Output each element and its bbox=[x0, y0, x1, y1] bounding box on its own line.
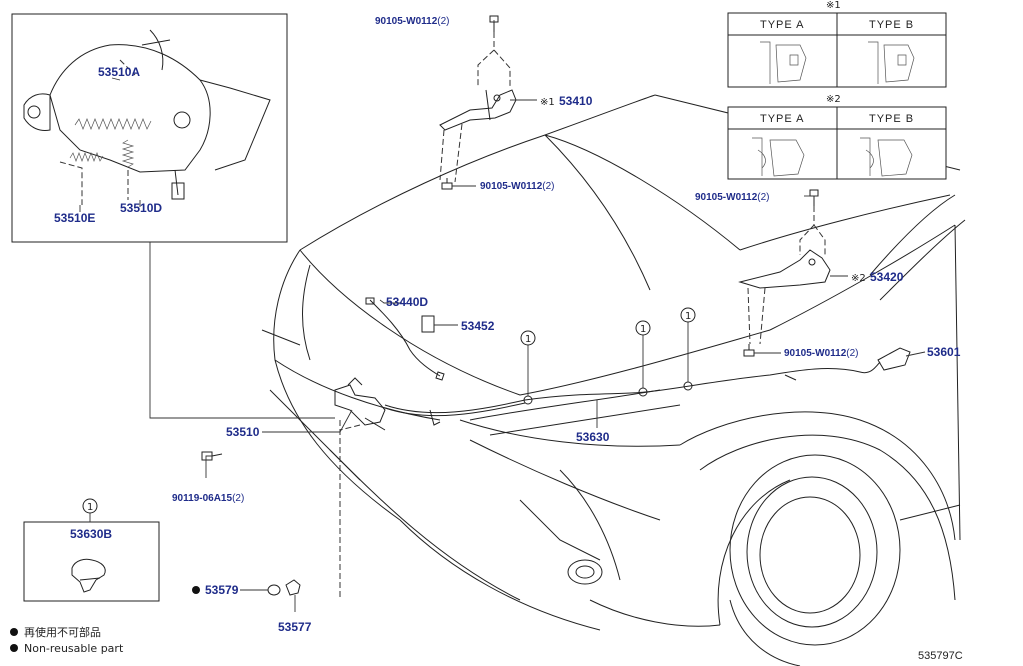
label-53440d: 53440D bbox=[386, 295, 428, 309]
circled-1-label-c: 1 bbox=[685, 311, 691, 322]
type-table-2-type-a: TYPE A bbox=[760, 113, 805, 125]
hood-release-lever bbox=[877, 347, 911, 371]
type-table-1-mark: ※1 bbox=[826, 0, 841, 11]
lock-detail-inset bbox=[11, 13, 288, 243]
bolt-label-lock: 90119-06A15(2) bbox=[172, 493, 244, 504]
circled-1-label-b: 1 bbox=[640, 324, 646, 335]
label-53410: 53410 bbox=[559, 94, 593, 108]
label-53510e: 53510E bbox=[54, 211, 95, 225]
label-53510a: 53510A bbox=[98, 65, 140, 79]
label-53510: 53510 bbox=[226, 425, 260, 439]
dashed-leaders bbox=[339, 32, 826, 600]
label-53420: 53420 bbox=[870, 270, 904, 284]
legend-line-jp: 再使用不可部品 bbox=[24, 625, 101, 639]
hood-switch-wire bbox=[365, 297, 445, 381]
circled-1-mark-c bbox=[680, 307, 696, 323]
hood-hinge-right bbox=[738, 249, 831, 289]
clip-53630b-box bbox=[23, 521, 160, 602]
type-table-2: ※2 TYPE A TYPE B bbox=[727, 94, 947, 180]
bolt-label-top: 90105-W0112(2) bbox=[375, 16, 450, 27]
circled-1-marks: 1 1 1 1 bbox=[82, 307, 696, 514]
non-reusable-dot-53579 bbox=[192, 586, 200, 594]
label-53510d: 53510D bbox=[120, 201, 162, 215]
label-53630b: 53630B bbox=[70, 527, 112, 541]
legend-line-en: Non-reusable part bbox=[24, 642, 124, 655]
ref1-mark-53410: ※1 bbox=[540, 97, 555, 108]
legend: 再使用不可部品 Non-reusable part bbox=[10, 625, 124, 655]
car-front-outline bbox=[261, 94, 966, 666]
label-53601: 53601 bbox=[927, 345, 961, 359]
circled-1-label-d: 1 bbox=[87, 502, 93, 513]
label-53577: 53577 bbox=[278, 620, 312, 634]
circled-1-mark-b bbox=[635, 320, 651, 336]
type-table-2-mark: ※2 bbox=[826, 94, 841, 105]
bolt-label-right-top: 90105-W0112(2) bbox=[695, 192, 770, 203]
hood-hinge-left bbox=[439, 89, 517, 131]
grommets bbox=[267, 579, 301, 596]
type-table-1: ※1 TYPE A TYPE B bbox=[727, 0, 947, 88]
bolt-label-right-low: 90105-W0112(2) bbox=[784, 348, 859, 359]
circled-1-mark-a bbox=[520, 330, 536, 346]
circled-1-mark-d bbox=[82, 498, 98, 514]
label-53452: 53452 bbox=[461, 319, 495, 333]
part-labels: 53510A 53510E 53510D 53510 53410 ※1 5342… bbox=[54, 65, 961, 634]
label-leaders bbox=[79, 20, 926, 612]
ref2-mark-53420: ※2 bbox=[851, 273, 866, 284]
legend-dot-2 bbox=[10, 644, 18, 652]
label-53630: 53630 bbox=[576, 430, 610, 444]
bolt-label-hinge-left: 90105-W0112(2) bbox=[480, 181, 555, 192]
type-table-1-type-a: TYPE A bbox=[760, 19, 805, 31]
type-table-2-type-b: TYPE B bbox=[869, 113, 914, 125]
release-cable bbox=[384, 361, 881, 426]
bolt-icons bbox=[201, 15, 819, 461]
label-53579: 53579 bbox=[205, 583, 239, 597]
bolt-labels: 90105-W0112(2) 90105-W0112(2) 90105-W011… bbox=[172, 16, 859, 504]
drawing-id: 535797C bbox=[918, 650, 963, 662]
type-table-1-type-b: TYPE B bbox=[869, 19, 914, 31]
hood-lock-assembly bbox=[334, 377, 386, 431]
legend-dot-1 bbox=[10, 628, 18, 636]
circled-1-label-a: 1 bbox=[525, 334, 531, 345]
